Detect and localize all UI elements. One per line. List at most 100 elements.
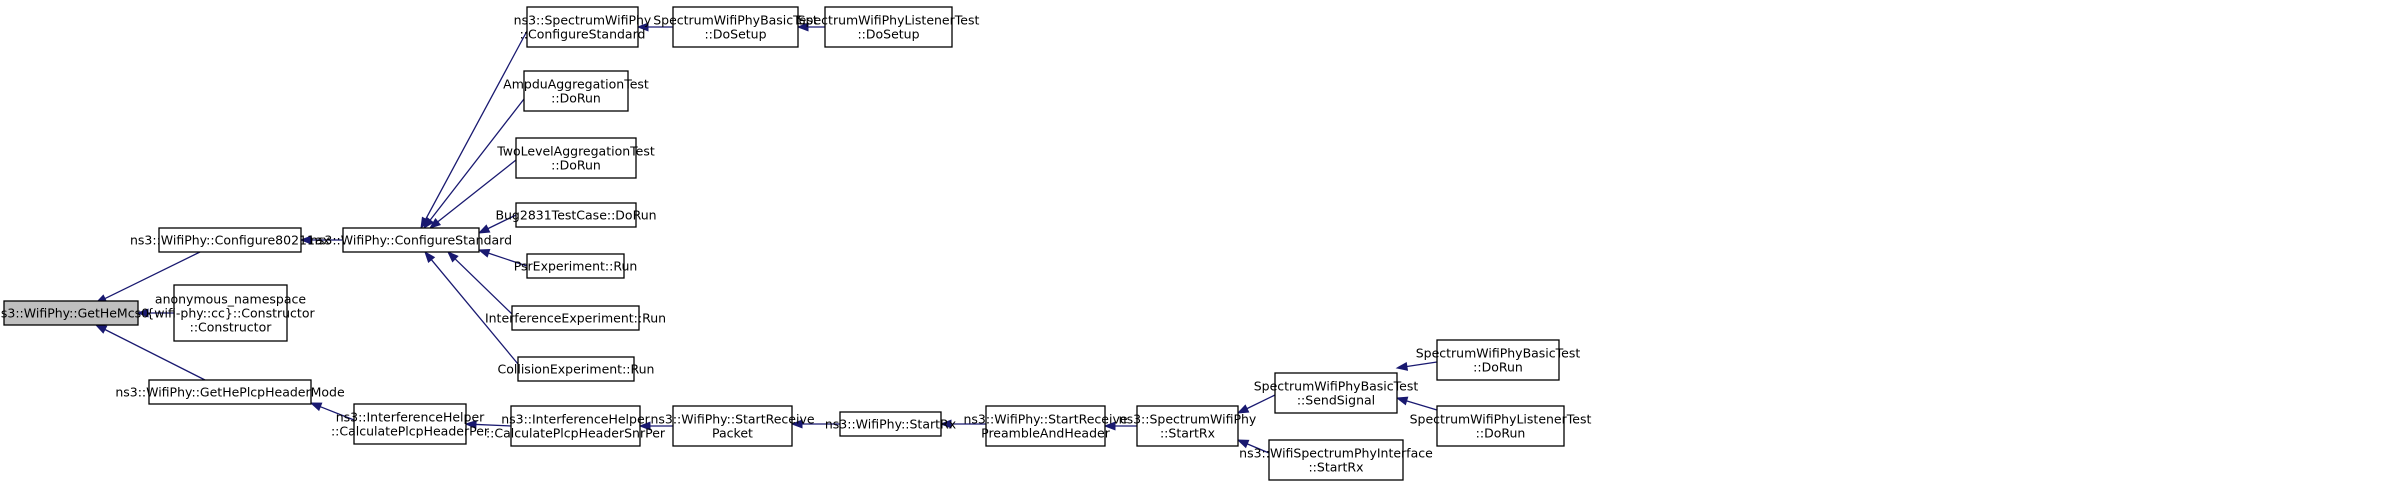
edge-line [488, 252, 528, 267]
node-n1[interactable]: ns3::WifiPhy::Configure80211ax [130, 227, 330, 253]
node-label-line: ns3::WifiPhy::ConfigureStandard [310, 233, 512, 248]
edge-line [1406, 361, 1438, 368]
node-label-line: PsrExperiment::Run [514, 259, 638, 274]
node-label-line: anonymous_namespace [155, 292, 306, 307]
edge-n6-n4 [423, 98, 525, 230]
node-n13[interactable]: SpectrumWifiPhyListenerTest::DoSetup [798, 6, 980, 48]
node-box[interactable] [148, 379, 312, 405]
edge-n20-n19 [1236, 394, 1276, 414]
node-n10[interactable]: InterferenceExperiment::Run [485, 305, 666, 331]
node-n6[interactable]: AmpduAggregationTest::DoRun [503, 70, 649, 112]
edge-n9-n4 [477, 249, 528, 267]
node-n9[interactable]: PsrExperiment::Run [514, 253, 638, 279]
node-box[interactable] [517, 356, 635, 382]
node-box[interactable] [515, 202, 637, 228]
node-n22[interactable]: SpectrumWifiPhyBasicTest::DoRun [1416, 339, 1581, 381]
node-box[interactable] [526, 253, 625, 279]
node-label-line: ::DoSetup [857, 27, 919, 42]
node-box[interactable] [1268, 439, 1404, 481]
node-n19[interactable]: ns3::SpectrumWifiPhy::StartRx [1119, 405, 1257, 447]
node-label-line: {wifi-phy::cc}::Constructor [146, 306, 315, 321]
edge-arrowhead [638, 421, 651, 431]
node-box[interactable] [515, 137, 637, 179]
edge-n4-n1 [299, 235, 343, 245]
node-box[interactable] [510, 405, 641, 447]
node-box[interactable] [672, 6, 799, 48]
node-box[interactable] [824, 6, 953, 48]
edge-line [429, 98, 525, 221]
edge-n18-n17 [939, 419, 986, 429]
edge-n11-n4 [424, 250, 519, 365]
edge-n21-n19 [1236, 439, 1270, 454]
node-n21[interactable]: ns3::WifiSpectrumPhyInterface::StartRx [1239, 439, 1433, 481]
edge-line [487, 214, 517, 230]
edge-line [1406, 400, 1438, 411]
node-box[interactable] [173, 284, 288, 342]
node-box[interactable] [523, 70, 629, 112]
node-n20[interactable]: SpectrumWifiPhyBasicTest::SendSignal [1254, 372, 1419, 414]
edge-n13-n12 [796, 22, 825, 32]
node-box[interactable] [1274, 372, 1398, 414]
edge-n16-n15 [638, 421, 673, 431]
node-label-line: SpectrumWifiPhyBasicTest [1416, 346, 1581, 361]
node-label-line: ns3::WifiPhy::StartRx [825, 417, 956, 432]
edge-arrowhead [477, 224, 491, 234]
edge-n19-n18 [1103, 421, 1137, 431]
node-box[interactable] [158, 227, 302, 253]
node-n3[interactable]: ns3::WifiPhy::GetHePlcpHeaderMode [115, 379, 345, 405]
node-label-line: ::DoRun [551, 91, 601, 106]
node-label-line: SpectrumWifiPhyBasicTest [653, 13, 818, 28]
edge-line [320, 406, 355, 421]
edges-layer [94, 22, 1438, 454]
node-n18[interactable]: ns3::WifiPhy::StartReceivePreambleAndHea… [963, 405, 1128, 447]
node-n14[interactable]: ns3::InterferenceHelper::CalculatePlcpHe… [331, 403, 490, 445]
node-label-line: CollisionExperiment::Run [498, 362, 655, 377]
edge-line [454, 258, 513, 315]
edge-n12-n5 [636, 22, 673, 32]
edge-n5-n4 [420, 30, 528, 230]
node-label-line: InterferenceExperiment::Run [485, 311, 666, 326]
edge-arrowhead [299, 235, 312, 245]
node-box[interactable] [3, 300, 139, 326]
node-label-line: TwoLevelAggregationTest [496, 144, 655, 159]
node-label-line: ::SendSignal [1297, 393, 1375, 408]
edge-arrowhead [1395, 396, 1409, 406]
edge-line [437, 159, 517, 223]
node-box[interactable] [342, 227, 480, 253]
node-label-line: ::StartRx [1160, 426, 1215, 441]
node-label-line: ::DoRun [1473, 360, 1523, 375]
node-label-line: SpectrumWifiPhyBasicTest [1254, 379, 1419, 394]
node-n7[interactable]: TwoLevelAggregationTest::DoRun [496, 137, 655, 179]
edge-arrowhead [477, 249, 491, 258]
node-label-line: ns3::WifiSpectrumPhyInterface [1239, 446, 1433, 461]
node-box[interactable] [985, 405, 1106, 447]
node-box[interactable] [672, 405, 793, 447]
node-box[interactable] [1436, 339, 1560, 381]
node-label-line: ::ConfigureStandard [520, 27, 646, 42]
node-n2[interactable]: anonymous_namespace{wifi-phy::cc}::Const… [146, 284, 315, 342]
node-n8[interactable]: Bug2831TestCase::DoRun [495, 202, 657, 228]
node-n5[interactable]: ns3::SpectrumWifiPhy::ConfigureStandard [514, 6, 652, 48]
node-label-line: ns3::WifiPhy::GetHeMcs0 [0, 306, 149, 321]
edge-arrowhead [1236, 439, 1250, 449]
edge-line [1246, 394, 1276, 410]
node-n15[interactable]: ns3::InterferenceHelper::CalculatePlcpHe… [486, 405, 666, 447]
node-n4[interactable]: ns3::WifiPhy::ConfigureStandard [310, 227, 512, 253]
edge-arrowhead [464, 419, 477, 429]
node-box[interactable] [511, 305, 640, 331]
node-n11[interactable]: CollisionExperiment::Run [498, 356, 655, 382]
edge-line [425, 30, 528, 220]
node-n12[interactable]: SpectrumWifiPhyBasicTest::DoSetup [653, 6, 818, 48]
node-n0-focus[interactable]: ns3::WifiPhy::GetHeMcs0 [0, 300, 149, 326]
node-box[interactable] [1436, 405, 1565, 447]
node-label-line: ns3::InterferenceHelper [336, 410, 485, 425]
node-label-line: SpectrumWifiPhyListenerTest [798, 13, 980, 28]
node-n17[interactable]: ns3::WifiPhy::StartRx [825, 411, 956, 437]
node-label-line: ::Constructor [190, 320, 273, 335]
node-box[interactable] [1136, 405, 1239, 447]
node-box[interactable] [526, 6, 639, 48]
node-n23[interactable]: SpectrumWifiPhyListenerTest::DoRun [1410, 405, 1592, 447]
node-box[interactable] [839, 411, 942, 437]
node-box[interactable] [353, 403, 467, 445]
